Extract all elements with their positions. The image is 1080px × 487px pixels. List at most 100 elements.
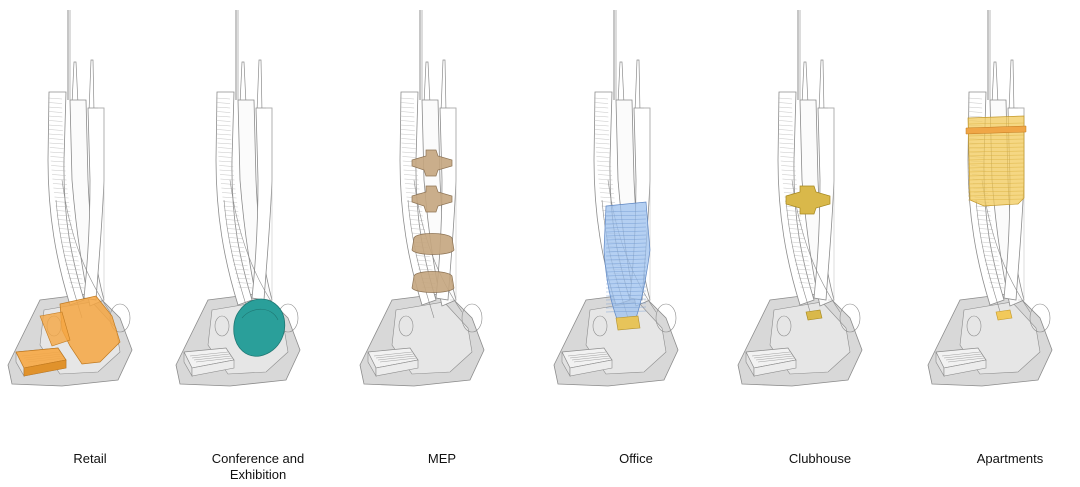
office-floor-line	[605, 246, 647, 249]
left-wing-floor-line	[50, 151, 65, 154]
spire-secondary	[239, 61, 247, 105]
left-wing-floor-line	[62, 250, 77, 253]
office-floor-line	[605, 222, 647, 225]
left-wing-floor-line	[228, 237, 243, 239]
apartments-lobby	[995, 309, 1013, 321]
clubhouse-floor	[785, 185, 831, 215]
panel-office: Office	[546, 0, 726, 487]
left-wing-floor-line	[417, 264, 432, 266]
left-wing-floor-line	[981, 241, 996, 244]
tower-drawing-mep	[359, 10, 485, 387]
office-floor-line	[605, 258, 647, 261]
retail-volume-west	[39, 311, 71, 347]
left-wing-floor-line	[788, 228, 803, 230]
office-floor-line	[605, 242, 647, 245]
left-wing-floor-line	[405, 187, 420, 190]
pavilion-front	[753, 359, 797, 377]
left-wing-floor-line	[220, 178, 235, 181]
left-wing-floor-line	[219, 169, 234, 172]
left-wing-floor-line	[779, 142, 794, 145]
left-wing-floor-line	[596, 160, 611, 163]
apartments-floor-line	[967, 146, 1025, 149]
podium-ring	[839, 303, 861, 333]
left-wing-floor-line	[778, 115, 793, 118]
left-wing-floor-line	[219, 165, 234, 167]
pavilion-stripe	[375, 353, 414, 359]
left-wing-floor-line	[597, 174, 613, 176]
left-wing-floor-line	[230, 246, 245, 248]
left-wing-floor-line	[57, 219, 72, 221]
left-wing-floor-line	[51, 165, 66, 167]
spire-third	[818, 59, 825, 113]
podium-ring-small	[966, 315, 982, 337]
left-wing-floor-line	[66, 268, 81, 271]
left-wing-floor-line	[601, 201, 616, 203]
left-wing-floor-line	[400, 124, 415, 127]
left-wing-floor-line	[978, 228, 993, 230]
apartments-floor-line	[967, 166, 1025, 169]
office-floor-line	[605, 270, 647, 273]
spire-third	[256, 59, 263, 113]
left-wing-floor-line	[595, 133, 610, 136]
left-wing-floor-line	[226, 223, 241, 226]
left-wing-floor-line	[418, 268, 433, 271]
left-wing-floor-line	[596, 151, 611, 154]
pavilion-front	[375, 359, 419, 377]
office-floor-line	[605, 294, 647, 297]
left-wing-floor-line	[795, 264, 810, 266]
left-wing-floor-line	[50, 156, 65, 158]
left-wing-floor-line	[221, 187, 236, 190]
left-wing-floor-line	[792, 246, 807, 248]
left-wing-floor-line	[233, 264, 248, 266]
left-wing-floor-line	[217, 133, 232, 136]
left-wing-floor-line	[53, 187, 68, 190]
left-wing-floor-line	[404, 178, 419, 181]
left-wing-floor-line	[416, 259, 431, 262]
pavilion-stripe	[377, 355, 416, 361]
left-wing-floor-line	[48, 97, 63, 100]
left-wing-floor-line	[594, 102, 609, 104]
left-wing-floor-line	[403, 169, 418, 172]
pavilion-stripe	[373, 351, 413, 357]
left-wing-floor-line	[600, 196, 615, 199]
office-floor-line	[605, 266, 647, 269]
office-floor-line	[605, 290, 647, 293]
left-wing-floor-line	[223, 201, 238, 203]
left-wing-floor-line	[223, 205, 238, 208]
left-wing-floor-line	[409, 219, 424, 221]
spire-third	[88, 59, 95, 113]
podium-ring	[1029, 303, 1051, 333]
left-wing-floor-line	[400, 106, 415, 109]
panel-label-conference: Conference and Exhibition	[211, 451, 305, 482]
left-wing-floor-line	[797, 273, 812, 275]
panel-label-retail: Retail	[73, 451, 107, 466]
podium-ring	[655, 303, 677, 333]
left-wing-floor-line	[968, 111, 983, 113]
left-wing-floor-line	[781, 174, 797, 176]
left-wing-floor-line	[48, 124, 63, 127]
left-wing-floor-line	[596, 156, 611, 158]
panel-label-mep: MEP	[427, 451, 457, 466]
left-wing-floor-line	[968, 106, 983, 109]
left-wing-floor-line	[595, 138, 610, 140]
left-wing-floor-line	[400, 120, 415, 122]
left-wing-floor-line	[968, 102, 983, 104]
left-wing-floor-line	[401, 138, 416, 140]
office-floor-line	[605, 310, 647, 313]
left-wing-floor-line	[780, 151, 795, 154]
podium-ring-small	[214, 315, 230, 337]
apartments-floor-line	[967, 122, 1025, 125]
left-wing-floor-line	[68, 277, 83, 280]
apartments-floor-line	[967, 162, 1025, 165]
apartments-floor-line	[967, 186, 1025, 189]
left-wing-floor-line	[49, 138, 64, 140]
left-wing-floor-line	[217, 147, 232, 149]
mep-floor-plate-2	[411, 185, 453, 213]
left-wing-floor-line	[55, 205, 70, 208]
apartments-amenity-floor	[965, 125, 1027, 135]
spire-third	[440, 59, 447, 113]
apartments-floor-line	[967, 194, 1025, 197]
left-wing-floor-line	[52, 178, 67, 181]
panel-label-apartments: Apartments	[976, 451, 1044, 466]
spire-third	[634, 59, 641, 113]
